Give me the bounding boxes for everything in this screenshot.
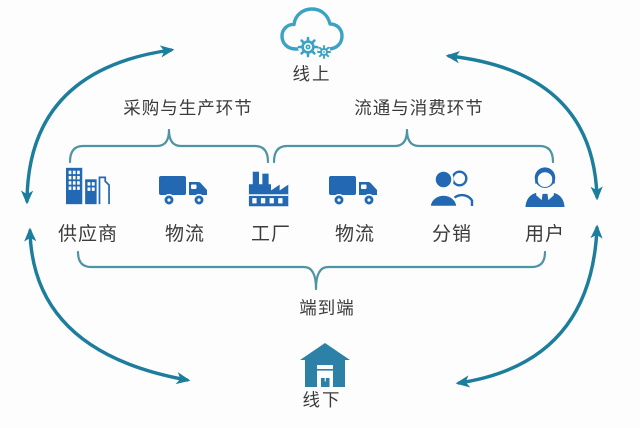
cloud-gears-icon [280, 7, 344, 59]
section-title-end-to-end: 端到端 [299, 298, 355, 318]
user-icon [525, 167, 565, 208]
arc-top-right [445, 51, 603, 201]
factory-icon [248, 171, 289, 207]
node-label-logistics-1: 物流 [164, 224, 205, 245]
node-factory: 工厂 [223, 164, 319, 246]
node-label-logistics-2: 物流 [334, 224, 375, 245]
truck-icon [159, 176, 207, 206]
warehouse-icon [300, 343, 350, 387]
node-user: 用户 [497, 164, 593, 246]
brace-end-to-end [76, 250, 547, 291]
gear-small [317, 45, 331, 59]
node-label-supplier: 供应商 [57, 224, 118, 245]
truck-icon [329, 176, 377, 206]
node-logistics-1: 物流 [137, 164, 233, 246]
buildings-icon [66, 167, 110, 205]
brace-circulation-consumption [272, 128, 555, 164]
section-title-procurement-production: 采购与生产环节 [123, 98, 253, 118]
node-label-factory: 工厂 [250, 224, 291, 245]
section-title-circulation-consumption: 流通与消费环节 [354, 98, 484, 118]
arc-top-left [20, 45, 175, 205]
arc-bottom-right [455, 224, 603, 388]
node-label-user: 用户 [524, 224, 565, 245]
node-label-distribution: 分销 [431, 224, 472, 245]
node-supplier: 供应商 [40, 164, 136, 246]
gear-large [297, 36, 319, 58]
node-logistics-2: 物流 [307, 164, 403, 246]
online-label: 线上 [292, 64, 332, 84]
node-distribution: 分销 [404, 164, 500, 246]
offline-label: 线下 [302, 390, 342, 410]
people-icon [428, 169, 474, 208]
arc-bottom-left [24, 227, 191, 385]
brace-procurement-production [68, 128, 270, 164]
